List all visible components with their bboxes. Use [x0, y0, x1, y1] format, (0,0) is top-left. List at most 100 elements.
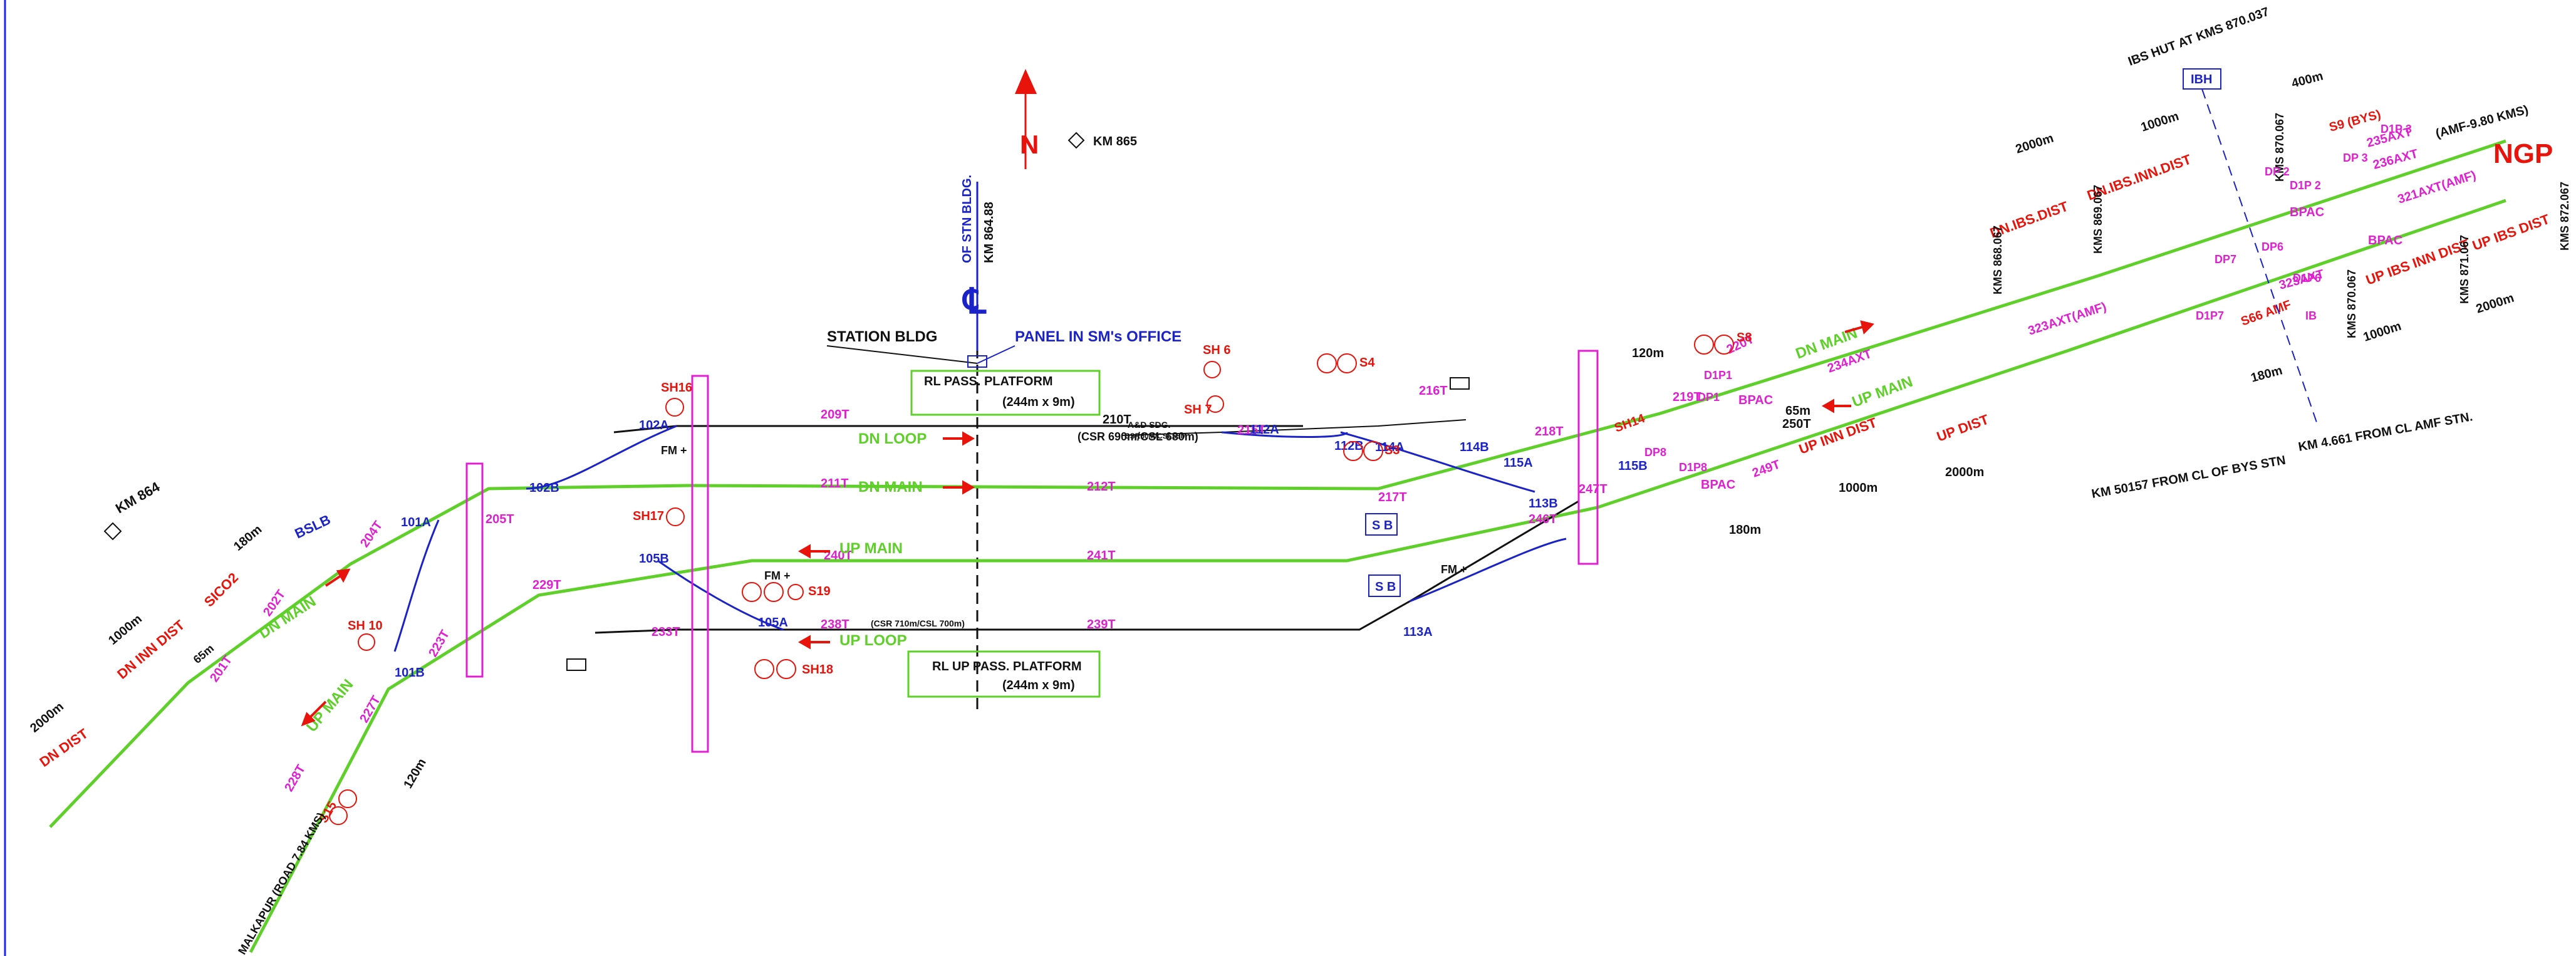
point-label-114B: 114B: [1460, 440, 1489, 454]
bpac-label-1: BPAC: [1738, 393, 1773, 407]
signal-SH18-icon: [754, 659, 796, 679]
signal-SH17-icon: [666, 507, 685, 526]
bpac-label-2: BPAC: [1701, 478, 1735, 492]
sb-label-1: S B: [1372, 519, 1393, 533]
dim-65m-2: 65m: [1785, 404, 1810, 418]
rl-up-pass-platform: [907, 650, 1101, 698]
track-label-238T: 238T: [821, 618, 849, 631]
km-from-bys-label: KM 50157 FROM CL OF BYS STN: [2090, 454, 2287, 501]
ad-siding-track: [1121, 419, 1467, 436]
up-dist-label: UP DIST: [1935, 411, 1991, 444]
dp-label-d1p1: D1P1: [1704, 369, 1732, 382]
ad-sdg-len-label: CSR60M/CSL55M: [1124, 432, 1187, 440]
signal-label-S9: S9 (BYS): [2328, 108, 2382, 135]
track-label-246T: 246T: [1529, 512, 1557, 526]
track-circuit-labels: 209T 210T 211T 212T 240T 241T 238T 239T …: [207, 125, 2478, 794]
bpac-label-4: BPAC: [2368, 234, 2402, 247]
dp-label-dp7: DP7: [2215, 253, 2236, 266]
up-main-track: [249, 199, 2506, 953]
dim-1000m-2: 1000m: [1839, 481, 1877, 495]
dp-labels: D1P1 DP1 D1P8 DP8 DP 2 D1P 2 DP 3 D1P 3 …: [1644, 123, 2412, 474]
signal-S3-icon: [1343, 441, 1383, 461]
dp-label-dp6: DP6: [2262, 241, 2283, 253]
track-label-205T: 205T: [486, 512, 514, 526]
csr-bottom-label: (CSR 710m/CSL 700m): [871, 618, 965, 628]
dp-label-d1p8: D1P8: [1679, 461, 1707, 474]
signal-label-S66: S66 AMF: [2239, 298, 2293, 328]
tracks: [49, 139, 2506, 953]
kms-870b-label: KMS 870.067: [2345, 269, 2358, 338]
track-label-229T: 229T: [532, 578, 561, 592]
dim-1000m-1: 1000m: [106, 612, 145, 648]
kms-870-label: KMS 870.067: [2273, 113, 2286, 182]
signal-label-SH18: SH18: [802, 663, 833, 677]
fm-label-3: FM +: [1441, 563, 1467, 576]
kms-markers: KMS 868.067 KMS 869.067 KMS 870.067 KMS …: [1992, 113, 2571, 338]
signal-label-S8: S8: [1737, 331, 1752, 345]
dn-dist-label: DN DIST: [37, 725, 91, 770]
dn-main-left-label: DN MAIN: [858, 479, 923, 496]
dim-120m-2: 120m: [1632, 346, 1664, 360]
up-main-sw-label: UP MAIN: [303, 676, 357, 735]
point-label-113A: 113A: [1403, 625, 1433, 639]
rl-up-pass-dim: (244m x 9m): [1002, 678, 1075, 692]
up-ibs-dist-label: UP IBS DIST: [2470, 211, 2552, 254]
signal-SH7-icon: [1207, 395, 1224, 413]
signal-label-SH17: SH17: [633, 509, 664, 523]
track-label-204T: 204T: [358, 519, 385, 550]
signal-label-S19: S19: [808, 585, 831, 598]
signal-S19-icon: [742, 582, 804, 602]
panel-icon: [967, 355, 987, 368]
track-label-219T: 219T: [1673, 390, 1701, 404]
dp-label-d1p3: D1P 3: [2381, 123, 2412, 135]
line-names: DN LOOP DN MAIN UP MAIN UP LOOP DN MAIN …: [256, 320, 1915, 735]
bslb-label: BSLB: [293, 512, 333, 542]
signal-S4-icon: [1317, 353, 1357, 373]
track-label-240T: 240T: [824, 549, 853, 563]
track-label-218T: 218T: [1535, 425, 1564, 439]
point-label-115B: 115B: [1618, 459, 1648, 473]
rl-pass-top-dim: (244m x 9m): [1002, 395, 1075, 409]
centerline-symbol: ℄: [962, 281, 987, 321]
point-label-105B: 105B: [639, 552, 669, 566]
dim-250T: 250T: [1782, 417, 1811, 431]
panel-label: PANEL IN SM's OFFICE: [1015, 328, 1182, 345]
signal-SH16-icon: [665, 398, 684, 417]
dn-main-sw-label: DN MAIN: [256, 593, 319, 642]
dp-label-d1p7: D1P7: [2196, 309, 2224, 322]
dn-main-track: [49, 139, 2506, 828]
signal-label-S4: S4: [1359, 356, 1375, 370]
up-loop-label: UP LOOP: [839, 632, 907, 649]
track-label-216T: 216T: [1419, 384, 1448, 398]
point-label-112B: 112B: [1334, 439, 1364, 453]
dim-400m: 400m: [2290, 69, 2325, 90]
rl-pass-platform-top: [910, 370, 1101, 416]
dp-label-dp1: DP1: [1698, 391, 1720, 403]
bpac-label-3: BPAC: [2290, 205, 2324, 219]
track-label-239T: 239T: [1087, 618, 1116, 631]
dn-loop-track: [613, 425, 1303, 434]
signal-S15-icon: [329, 789, 357, 825]
track-label-211T: 211T: [821, 477, 848, 491]
dp-label-dp2: DP 2: [2265, 165, 2290, 178]
track-label-215T: 215T: [1237, 423, 1266, 437]
kms-872-label: KMS 872.067: [2558, 182, 2571, 251]
up-main-center-label: UP MAIN: [839, 540, 903, 557]
station-code-label: NGP: [2493, 138, 2553, 169]
track-label-249T: 249T: [1750, 457, 1782, 480]
km865-label: KM 865: [1093, 135, 1137, 148]
point-label-101A: 101A: [401, 516, 431, 529]
km864-marker: KM 864: [103, 479, 163, 541]
dim-180m-1: 180m: [231, 522, 264, 554]
track-label-212T: 212T: [1087, 480, 1116, 494]
sb-boxes: S B S B: [1365, 513, 1401, 597]
dim-1000m-4: 1000m: [2362, 320, 2403, 345]
fm-label-1: FM +: [661, 444, 687, 457]
dp-label-d1p6: D1P6: [2293, 272, 2321, 284]
station-bldg-label: STATION BLDG: [827, 328, 937, 345]
fm-label-2: FM +: [764, 569, 791, 582]
dim-2000m-3: 2000m: [2014, 132, 2055, 157]
up-loop-track: [595, 500, 1579, 634]
